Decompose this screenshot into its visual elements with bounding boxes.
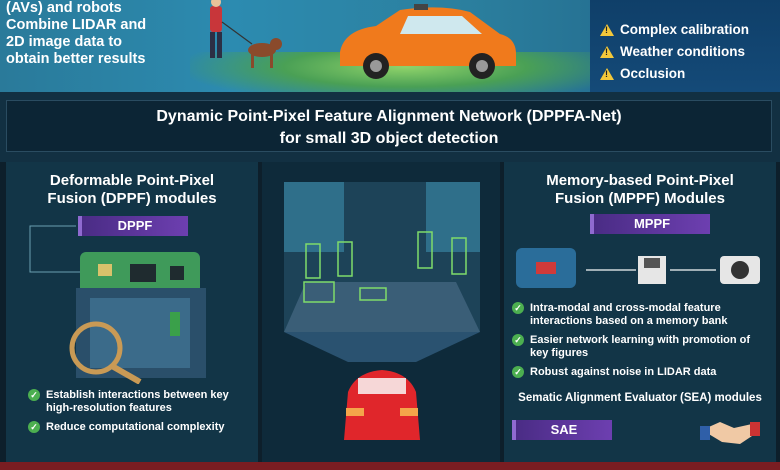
sea-label: Sematic Alignment Evaluator (SEA) module… [518,392,762,404]
challenge-label: Weather conditions [620,44,746,59]
warning-icon [600,67,614,80]
intro-line: Combine LIDAR and [6,17,147,33]
warning-icon [600,45,614,58]
street-detection-illustration [284,182,480,440]
challenge-label: Complex calibration [620,22,750,37]
title-line: Fusion (MPPF) Modules [555,190,725,207]
sae-tag: SAE [512,420,612,440]
orange-car-illustration [340,4,516,79]
bullet-text: Intra-modal and cross-modal feature inte… [530,302,728,327]
check-icon: ✓ [512,366,524,378]
title-line: Fusion (DPPF) modules [47,190,217,207]
bullet-text: Robust against noise in LIDAR data [530,366,717,378]
page-title: Dynamic Point-Pixel Feature Alignment Ne… [6,100,772,152]
challenge-item: Weather conditions [600,44,745,59]
bullet-item: ✓ Robust against noise in LIDAR data [512,366,768,379]
challenges-panel: Complex calibration Weather conditions O… [590,0,780,92]
memory-bank-illustration [516,248,760,288]
bullet-text: Establish interactions between key high-… [46,389,229,414]
intro-line: (AVs) and robots [6,0,122,16]
intro-line: 2D image data to [6,34,123,50]
title-line: for small 3D object detection [279,130,499,147]
check-icon: ✓ [512,334,524,346]
challenge-label: Occlusion [620,66,686,81]
handshake-icon [700,422,760,444]
check-icon: ✓ [28,421,40,433]
bullet-item: ✓ Intra-modal and cross-modal feature in… [512,302,768,328]
title-line: Deformable Point-Pixel [49,172,215,189]
person-with-dog-illustration [210,0,282,68]
title-band: Dynamic Point-Pixel Feature Alignment Ne… [0,92,780,162]
mppf-section: Memory-based Point-Pixel Fusion (MPPF) M… [504,162,776,462]
section-title: Deformable Point-Pixel Fusion (DPPF) mod… [6,172,258,208]
bullet-item: ✓ Establish interactions between key hig… [28,389,252,415]
intro-line: obtain better results [6,51,146,67]
check-icon: ✓ [512,302,524,314]
challenge-item: Occlusion [600,66,685,81]
bullet-item: ✓ Easier network learning with promotion… [512,334,768,360]
warning-icon [600,23,614,36]
section-title: Memory-based Point-Pixel Fusion (MPPF) M… [504,172,776,208]
bullet-text: Reduce computational complexity [46,421,225,433]
circuit-board-illustration [29,225,206,384]
mppf-tag: MPPF [590,214,710,234]
intro-text: (AVs) and robots Combine LIDAR and 2D im… [6,0,146,68]
bottom-strip [0,462,780,470]
check-icon: ✓ [28,389,40,401]
top-banner: (AVs) and robots Combine LIDAR and 2D im… [0,0,780,92]
dppf-section: Deformable Point-Pixel Fusion (DPPF) mod… [6,162,258,462]
title-line: Memory-based Point-Pixel [546,172,734,189]
title-line: Dynamic Point-Pixel Feature Alignment Ne… [156,108,622,125]
challenge-item: Complex calibration [600,22,749,37]
dppf-tag: DPPF [78,216,188,236]
detection-section [262,162,500,462]
bullet-text: Easier network learning with promotion o… [530,334,751,359]
bullet-item: ✓ Reduce computational complexity [28,421,252,434]
